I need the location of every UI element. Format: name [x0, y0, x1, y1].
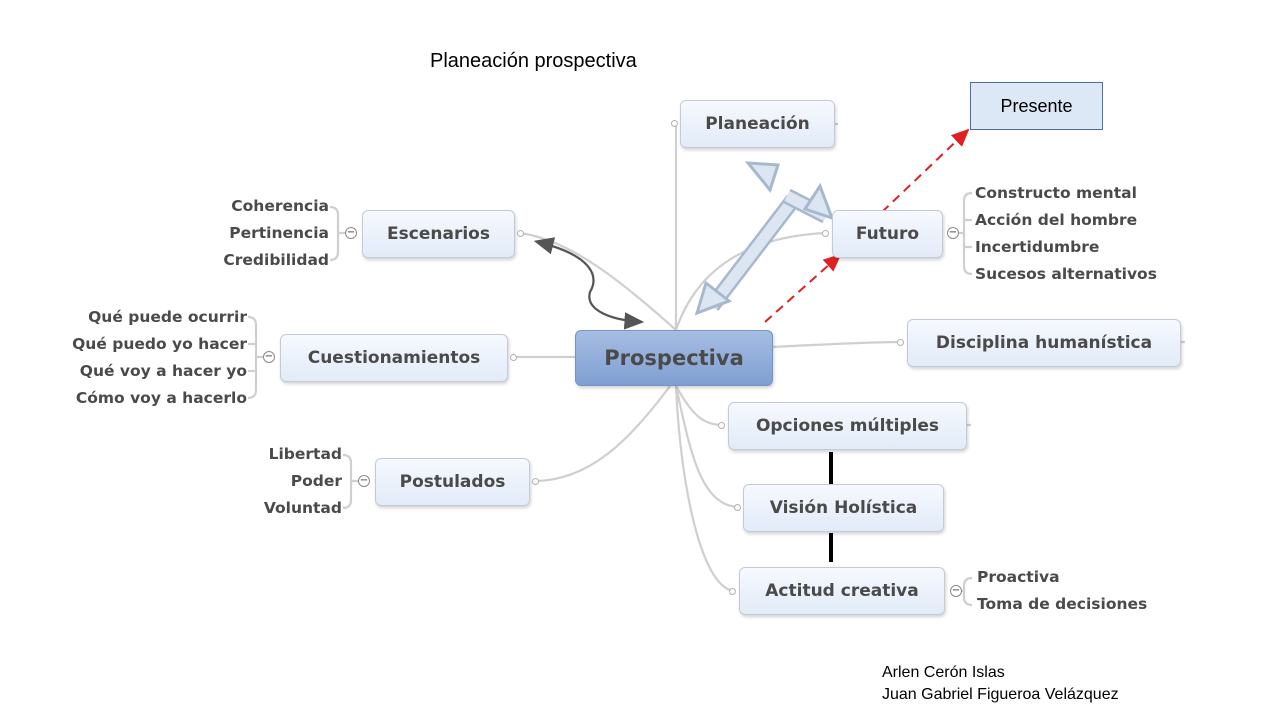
page-title: Planeación prospectiva — [430, 50, 637, 72]
link-vision — [674, 385, 739, 509]
collapse-postulados-button[interactable]: − — [358, 475, 370, 487]
node-label: Prospectiva — [604, 346, 744, 370]
port-escenarios — [517, 230, 524, 237]
port-cuestionamientos — [510, 354, 517, 361]
link-disciplina — [771, 340, 902, 349]
bracket-escenarios — [329, 205, 346, 262]
leaf-accion-del-hombre[interactable]: Acción del hombre — [975, 211, 1138, 229]
double-arrow-icon — [694, 161, 835, 316]
link-opciones — [675, 385, 723, 427]
leaf-pertinencia[interactable]: Pertinencia — [229, 224, 329, 242]
node-postulados[interactable]: Postulados — [375, 458, 530, 506]
presente-label: Presente — [1000, 95, 1073, 116]
link-escenarios — [519, 231, 677, 331]
leaf-coherencia[interactable]: Coherencia — [231, 197, 329, 215]
node-label: Planeación — [705, 114, 810, 134]
link-futuro — [674, 231, 827, 331]
node-planeacion[interactable]: Planeación — [680, 100, 835, 148]
node-disciplina[interactable]: Disciplina humanística — [907, 319, 1181, 367]
port-actitud — [729, 588, 736, 595]
leaf-proactiva[interactable]: Proactiva — [977, 568, 1060, 586]
leaf-que-voy-a-hacer-yo[interactable]: Qué voy a hacer yo — [79, 362, 247, 380]
leaf-como-voy-a-hacerlo[interactable]: Cómo voy a hacerlo — [75, 389, 247, 407]
author-1: Arlen Cerón Islas — [882, 664, 1005, 681]
collapse-futuro-button[interactable]: − — [947, 227, 959, 239]
dashed-arrow-to-presente — [881, 128, 970, 213]
leaf-constructo-mental[interactable]: Constructo mental — [975, 184, 1137, 202]
node-label: Futuro — [855, 224, 920, 244]
leaf-poder[interactable]: Poder — [290, 472, 342, 490]
node-futuro[interactable]: Futuro — [832, 210, 943, 258]
collapse-escenarios-button[interactable]: − — [345, 227, 357, 239]
node-label: Opciones múltiples — [755, 416, 940, 436]
bracket-postulados — [342, 453, 358, 510]
collapse-actitud-button[interactable]: − — [950, 585, 962, 597]
leaf-que-puede-ocurrir[interactable]: Qué puede ocurrir — [88, 308, 247, 326]
dashed-arrow-to-futuro — [764, 253, 842, 323]
node-label: Disciplina humanística — [935, 333, 1153, 353]
leaf-que-puedo-yo-hacer[interactable]: Qué puedo yo hacer — [72, 335, 247, 353]
port-opciones — [718, 422, 725, 429]
collapse-cuestionamientos-button[interactable]: − — [263, 351, 275, 363]
author-2: Juan Gabriel Figueroa Velázquez — [882, 686, 1119, 703]
port-futuro — [822, 230, 829, 237]
node-cuestionamientos[interactable]: Cuestionamientos — [280, 334, 508, 382]
node-escenarios[interactable]: Escenarios — [362, 210, 515, 258]
node-label: Actitud creativa — [765, 581, 919, 601]
leaf-incertidumbre[interactable]: Incertidumbre — [975, 238, 1100, 256]
bracket-futuro — [948, 191, 973, 276]
node-label: Postulados — [399, 472, 506, 492]
node-prospectiva[interactable]: Prospectiva — [575, 330, 773, 386]
node-vision[interactable]: Visión Holística — [743, 484, 944, 532]
leaf-voluntad[interactable]: Voluntad — [263, 499, 342, 517]
leaf-toma-de-decisiones[interactable]: Toma de decisiones — [977, 595, 1148, 613]
curved-arrow — [533, 237, 645, 330]
port-postulados — [532, 478, 539, 485]
node-label: Visión Holística — [769, 498, 918, 518]
node-opciones[interactable]: Opciones múltiples — [728, 402, 967, 450]
presente-box[interactable]: Presente — [970, 82, 1103, 130]
bracket-cuestionamientos — [247, 315, 263, 400]
link-postulados — [535, 385, 671, 483]
node-actitud[interactable]: Actitud creativa — [739, 567, 945, 615]
port-disciplina — [897, 339, 904, 346]
authors: Arlen Cerón Islas Juan Gabriel Figueroa … — [882, 662, 1119, 706]
leaf-sucesos-alternativos[interactable]: Sucesos alternativos — [975, 265, 1157, 283]
leaf-libertad[interactable]: Libertad — [268, 445, 342, 463]
link-actitud — [674, 385, 734, 593]
port-vision — [734, 504, 741, 511]
port-planeacion — [671, 120, 678, 127]
node-label: Escenarios — [387, 224, 490, 244]
leaf-credibilidad[interactable]: Credibilidad — [223, 251, 329, 269]
node-label: Cuestionamientos — [307, 348, 481, 368]
